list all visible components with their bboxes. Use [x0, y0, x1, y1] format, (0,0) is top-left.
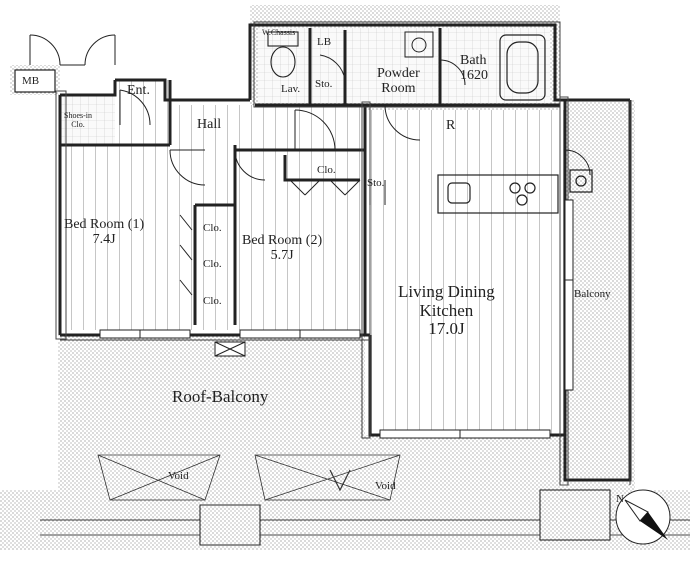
- wood-floors: [60, 80, 565, 435]
- void-right-label: Void: [375, 480, 396, 492]
- bedroom-1-label: Bed Room (1) 7.4J: [64, 217, 145, 248]
- void-areas: [97, 454, 401, 501]
- hall-label: Hall: [197, 117, 222, 132]
- powder-room-label: Powder Room: [377, 66, 420, 97]
- windows: [99, 199, 574, 439]
- entrance-label: Ent.: [127, 83, 150, 98]
- bath-label: Bath 1620: [460, 53, 488, 84]
- balcony-label: Balcony: [574, 288, 611, 300]
- door-swings: [29, 34, 591, 296]
- storage-top-label: Sto.: [315, 78, 333, 90]
- kitchen-counter: [437, 169, 593, 214]
- refrigerator-label: R: [446, 118, 456, 133]
- closet-c-label: Clo.: [203, 295, 222, 307]
- compass-icon: [615, 489, 671, 545]
- hall-storage-label: Sto.: [367, 177, 385, 189]
- meter-box-icon: [14, 69, 56, 93]
- bathtub-icon: [499, 34, 546, 101]
- bedroom-2-label: Bed Room (2) 5.7J: [242, 233, 323, 264]
- meter-box-label: MB: [22, 75, 40, 87]
- roof-balcony-label: Roof-Balcony: [172, 387, 269, 406]
- void-left-label: Void: [168, 470, 189, 482]
- toilet-icon: [267, 31, 299, 78]
- shoes-closet-label: Shoes-in Clo.: [64, 111, 92, 129]
- ldk-label: Living Dining Kitchen 17.0J: [398, 282, 495, 339]
- lavatory-label: Lav.: [281, 83, 301, 95]
- hall-closet-label: Clo.: [317, 164, 336, 176]
- wash-machine-label: W.Chassis: [262, 28, 296, 37]
- wet-area-floors: [60, 28, 550, 145]
- compass-north-label: N: [616, 493, 624, 505]
- ac-outdoor-unit-icon: [214, 341, 246, 357]
- washbasin-icon: [404, 31, 434, 58]
- base-blocks: [199, 489, 611, 546]
- closet-b-label: Clo.: [203, 258, 222, 270]
- linen-box-label: LB: [317, 36, 332, 48]
- closet-a-label: Clo.: [203, 222, 222, 234]
